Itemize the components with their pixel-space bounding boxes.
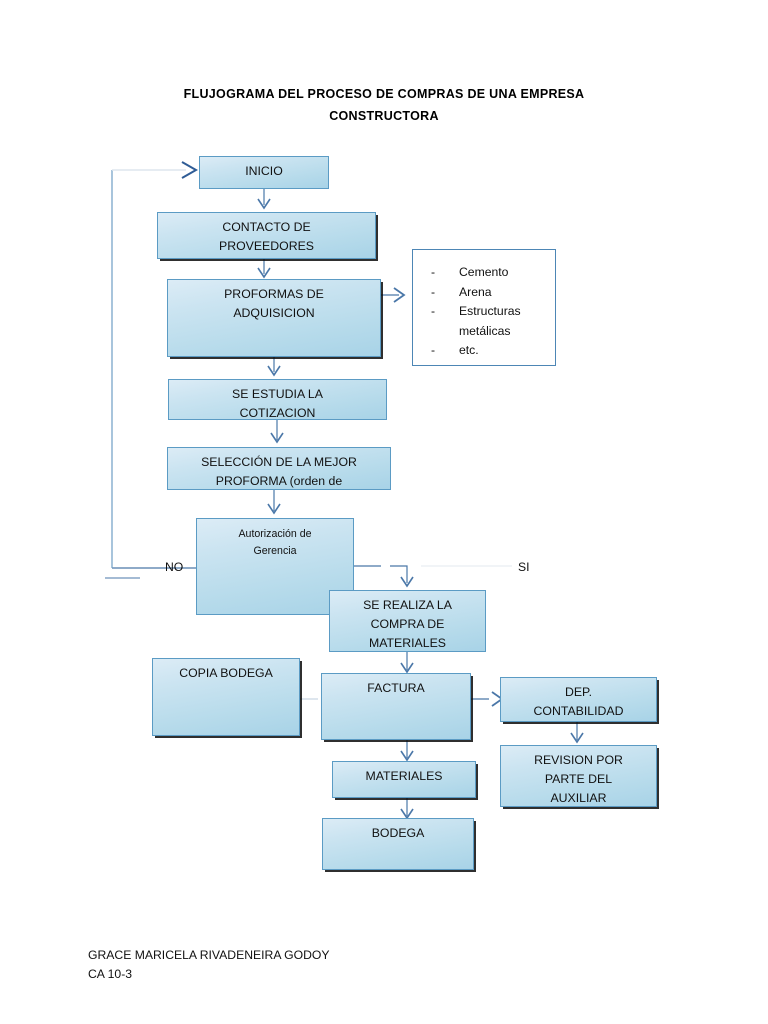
node-materiales[interactable]: MATERIALES bbox=[332, 761, 476, 798]
page-title: FLUJOGRAMA DEL PROCESO DE COMPRAS DE UNA… bbox=[104, 83, 664, 127]
node-seleccion-mejor-proforma[interactable]: SELECCIÓN DE LA MEJOR PROFORMA (orden de bbox=[167, 447, 391, 490]
node-se-estudia-la-cotizacion[interactable]: SE ESTUDIA LA COTIZACION bbox=[168, 379, 387, 420]
arrowhead-no-inicio bbox=[181, 161, 199, 179]
connector-autorizacion-si-b bbox=[390, 565, 408, 583]
node-copia-bodega[interactable]: COPIA BODEGA bbox=[152, 658, 300, 736]
list-item-label: Arena bbox=[459, 284, 492, 299]
arrowhead-inicio-contacto bbox=[257, 198, 271, 210]
node-revision-auxiliar[interactable]: REVISION POR PARTE DEL AUXILIAR bbox=[500, 745, 657, 807]
node-autorizacion-de-gerencia[interactable]: Autorización de Gerencia bbox=[196, 518, 354, 615]
arrowhead-contacto-proformas bbox=[257, 267, 271, 279]
bullet-dash: - bbox=[431, 265, 436, 279]
arrowhead-proformas-cotizacion bbox=[267, 365, 281, 377]
branch-label-no: NO bbox=[165, 560, 184, 574]
arrowhead-materiales-bodega bbox=[400, 808, 414, 820]
branch-label-si: SI bbox=[518, 560, 530, 574]
list-item-label: Cemento bbox=[459, 265, 509, 279]
bullet-dash: - bbox=[431, 304, 436, 319]
arrowhead-seleccion-autorizacion bbox=[267, 503, 281, 515]
node-bodega[interactable]: BODEGA bbox=[322, 818, 474, 870]
arrowhead-factura-materiales bbox=[400, 750, 414, 762]
bullet-dash: - bbox=[431, 343, 436, 358]
node-proformas-de-adquisicion[interactable]: PROFORMAS DE ADQUISICION bbox=[167, 279, 381, 357]
arrowhead-autorizacion-compra bbox=[400, 576, 414, 588]
page-title-line1: FLUJOGRAMA DEL PROCESO DE COMPRAS DE UNA… bbox=[183, 87, 585, 101]
arrowhead-compra-factura bbox=[400, 662, 414, 674]
bullet-dash: - bbox=[431, 284, 436, 299]
arrowhead-contabilidad-revision bbox=[570, 732, 584, 744]
arrowhead-cotizacion-seleccion bbox=[270, 432, 284, 444]
footer-credit: GRACE MARICELA RIVADENEIRA GODOY CA 10-3 bbox=[88, 948, 330, 981]
arrowhead-proformas-lista bbox=[393, 287, 406, 303]
node-inicio[interactable]: INICIO bbox=[199, 156, 329, 189]
list-item: - Estructuras metálicas bbox=[431, 302, 555, 341]
node-se-realiza-la-compra[interactable]: SE REALIZA LA COMPRA DE MATERIALES bbox=[329, 590, 486, 652]
list-item: - etc. bbox=[431, 341, 555, 361]
node-dep-contabilidad[interactable]: DEP. CONTABILIDAD bbox=[500, 677, 657, 722]
page-title-line2: CONSTRUCTORA bbox=[329, 109, 439, 123]
materials-list-box: - Cemento - Arena - Estructuras metálica… bbox=[412, 249, 556, 366]
list-item-label: Estructuras metálicas bbox=[459, 304, 521, 338]
node-contacto-de-proveedores[interactable]: CONTACTO DE PROVEEDORES bbox=[157, 212, 376, 259]
list-item: - Arena bbox=[431, 283, 555, 303]
node-factura[interactable]: FACTURA bbox=[321, 673, 471, 740]
list-item: - Cemento bbox=[431, 263, 555, 283]
list-item-label: etc. bbox=[459, 343, 479, 358]
